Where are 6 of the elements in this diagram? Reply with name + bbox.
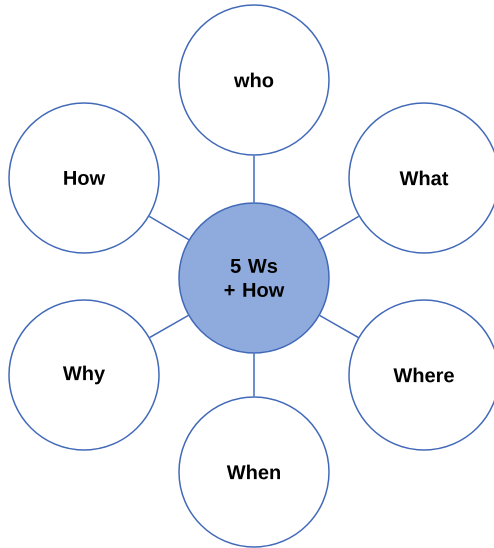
connector-line <box>318 216 360 240</box>
connector-line <box>319 314 359 338</box>
connector-line <box>253 156 255 202</box>
connector-line <box>149 314 189 338</box>
connector-line <box>253 354 255 396</box>
connector-line <box>148 216 190 240</box>
